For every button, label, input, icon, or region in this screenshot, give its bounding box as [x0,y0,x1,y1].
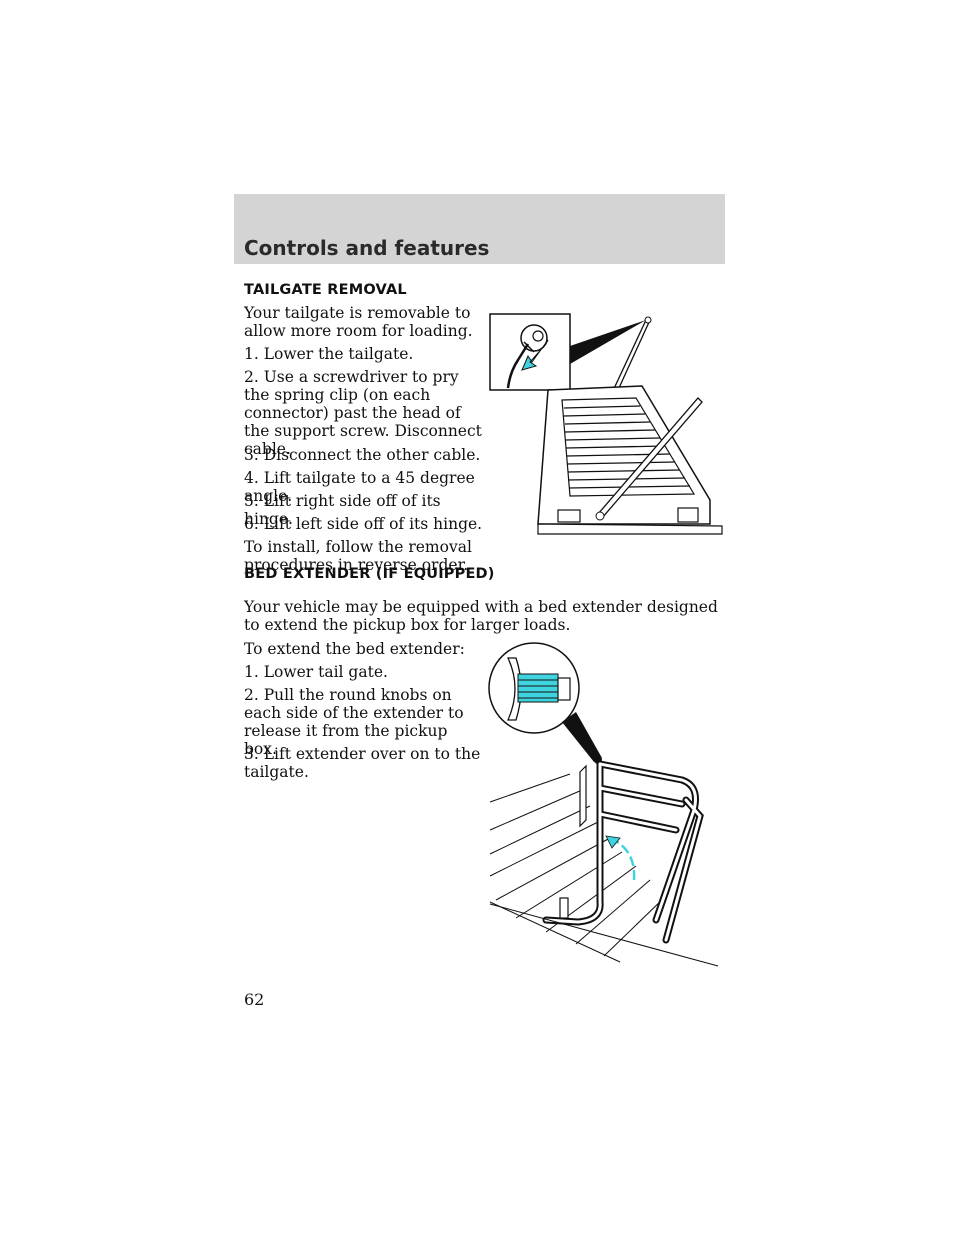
bed-extender-step-3: 3. Lift extender over on to the tailgate… [244,745,481,781]
tailgate-removal-illustration [489,313,723,535]
support-cable [506,343,530,389]
bed-extender-heading: BED EXTENDER (IF EQUIPPED) [244,566,495,582]
page-number: 62 [244,990,265,1009]
bed-extender-intro: Your vehicle may be equipped with a bed … [244,598,718,634]
tailgate-step-3: 3. Disconnect the other cable. [244,446,481,464]
tailgate-heading: TAILGATE REMOVAL [244,282,407,298]
pry-direction-arrow [521,339,549,371]
bed-extender-lead: To extend the bed extender: [244,640,465,658]
page-header-band: Controls and features [234,194,725,264]
knob-release-highlight [517,673,559,703]
tailgate-step-4: 4. Lift tailgate to a 45 degree angle. [244,469,475,505]
bed-extender-step-1: 1. Lower tail gate. [244,663,388,681]
tailgate-step-1: 1. Lower the tailgate. [244,345,414,363]
tailgate-intro: Your tailgate is removable to allow more… [244,304,473,340]
swing-direction-arrow [613,838,636,881]
page-header-title: Controls and features [244,236,490,260]
tailgate-step-5: 5. Lift right side off of its hinge. [244,492,441,528]
tailgate-step-6: 6. Lift left side off of its hinge. [244,515,483,533]
inset-leader-wedge [570,320,646,364]
bumper-edge [537,523,723,535]
inset-leader-wedge-2 [562,712,602,762]
bed-extender-step-2: 2. Pull the round knobs on each side of … [244,686,464,758]
tailgate-install-note: To install, follow the removal procedure… [244,538,472,574]
bed-side-wall [579,764,587,828]
bed-extender-illustration [488,642,719,970]
tailgate-step-2: 2. Use a screwdriver to pry the spring c… [244,368,482,458]
